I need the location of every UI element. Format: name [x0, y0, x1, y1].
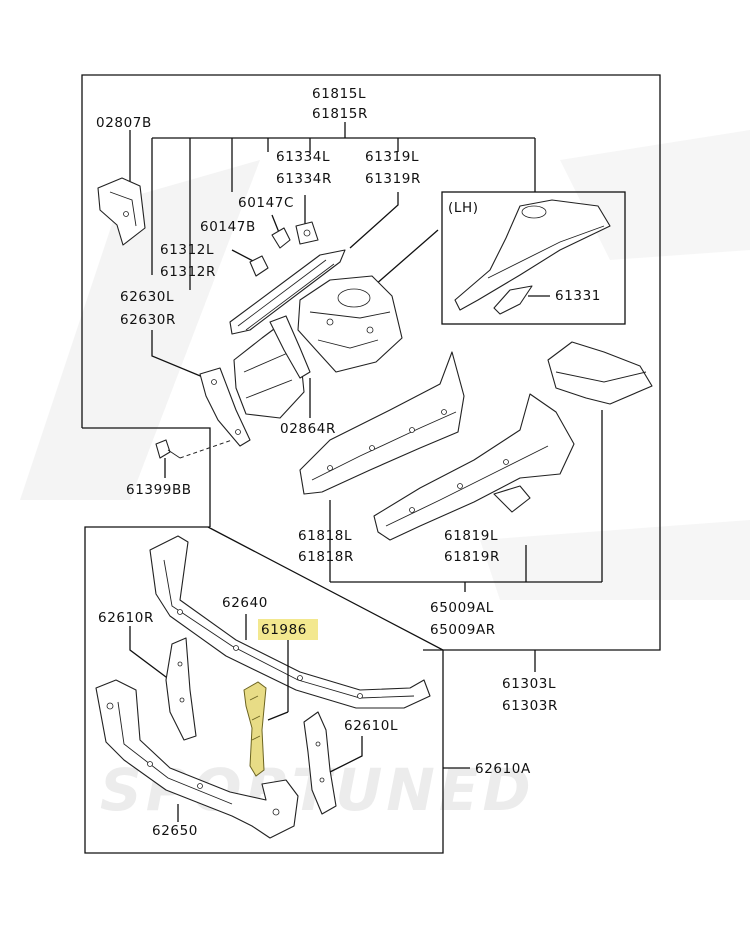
label-61819R: 61819R: [444, 549, 500, 565]
label-62640: 62640: [222, 595, 268, 611]
label-61303L: 61303L: [502, 676, 556, 692]
label-61334R: 61334R: [276, 171, 332, 187]
label-61986: 61986: [261, 622, 307, 638]
part-61399BB: [155, 439, 233, 478]
part-62610R: [129, 626, 197, 741]
label-61312L: 61312L: [160, 242, 214, 258]
upper-assembly-frame: [81, 74, 661, 651]
part-65009: [330, 341, 653, 592]
label-02864R: 02864R: [280, 421, 336, 437]
part-61818: [299, 351, 465, 582]
label-62610R: 62610R: [98, 610, 154, 626]
label-60147B: 60147B: [200, 219, 256, 235]
label-61815L: 61815L: [312, 86, 366, 102]
label-61818R: 61818R: [298, 549, 354, 565]
part-61986: [243, 619, 318, 777]
highlight-61986: [258, 619, 318, 640]
part-61312: [189, 230, 346, 335]
part-60147: [231, 214, 291, 277]
lh-inset-box: [441, 191, 626, 325]
part-02807B: [97, 130, 146, 246]
label-60147C: 60147C: [238, 195, 294, 211]
lower-assembly-frame: [84, 526, 470, 854]
label-62650: 62650: [152, 823, 198, 839]
label-61319L: 61319L: [365, 149, 419, 165]
label-62630L: 62630L: [120, 289, 174, 305]
part-62610L: [303, 711, 363, 815]
label-61331: 61331: [555, 288, 601, 304]
label-02807B: 02807B: [96, 115, 152, 131]
part-61319: [297, 192, 439, 373]
label-65009AR: 65009AR: [430, 622, 496, 638]
label-62610L: 62610L: [344, 718, 398, 734]
part-02864R: [269, 315, 311, 418]
part-62650: [95, 679, 299, 839]
label-61312R: 61312R: [160, 264, 216, 280]
part-61819: [373, 393, 575, 582]
label-61334L: 61334L: [276, 149, 330, 165]
label-lh: (LH): [448, 200, 479, 216]
leader-61815: [151, 122, 536, 275]
label-61319R: 61319R: [365, 171, 421, 187]
label-62630R: 62630R: [120, 312, 176, 328]
label-61399BB: 61399BB: [126, 482, 192, 498]
label-61818L: 61818L: [298, 528, 352, 544]
label-61815R: 61815R: [312, 106, 368, 122]
label-61303R: 61303R: [502, 698, 558, 714]
part-62640: [149, 535, 431, 709]
label-65009AL: 65009AL: [430, 600, 494, 616]
part-61334: [295, 195, 319, 245]
label-61819L: 61819L: [444, 528, 498, 544]
label-62610A: 62610A: [475, 761, 531, 777]
